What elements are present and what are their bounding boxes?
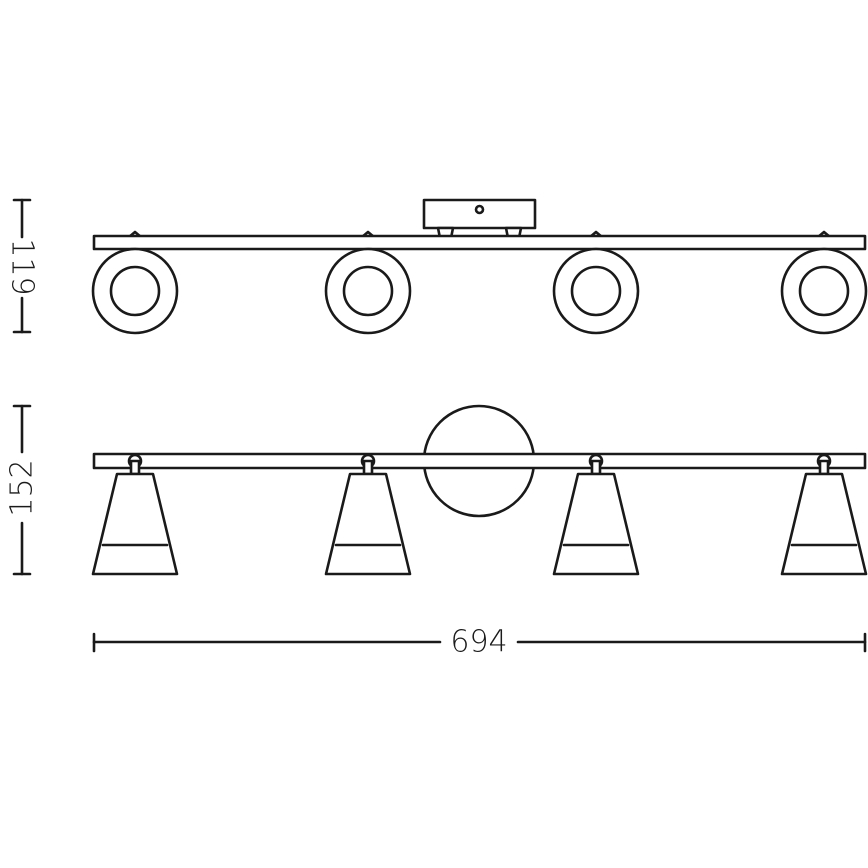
front-pivot-4 (816, 453, 832, 476)
front-view: 152 (5, 404, 868, 576)
dimension-label-694: 694 (450, 625, 507, 660)
front-pivot-3 (588, 453, 604, 476)
front-shade-2 (324, 472, 412, 576)
top-spotlight-3 (552, 247, 640, 335)
canopy-plate (422, 198, 537, 230)
front-shade-3 (552, 472, 640, 576)
top-view-bar (92, 234, 867, 251)
spot-inner-ring (109, 265, 161, 317)
dimension-top-height: 119 (5, 198, 40, 334)
front-pivot-1 (127, 453, 143, 476)
canopy-screw (474, 204, 485, 215)
top-spotlight-4 (780, 247, 868, 335)
top-view: 119 (5, 198, 868, 335)
dimension-front-height: 152 (5, 404, 40, 576)
front-shade-1 (91, 472, 179, 576)
top-spotlight-2 (324, 247, 412, 335)
top-spotlight-1 (91, 247, 179, 335)
spot-inner-ring (798, 265, 850, 317)
front-shade-4 (780, 472, 868, 576)
dimension-label-119: 119 (5, 238, 40, 295)
front-view-bar (92, 452, 867, 470)
spot-inner-ring (342, 265, 394, 317)
dimension-total-width: 694 (92, 625, 867, 660)
spot-inner-ring (570, 265, 622, 317)
front-pivot-2 (360, 453, 376, 476)
dimension-label-152: 152 (5, 459, 40, 516)
